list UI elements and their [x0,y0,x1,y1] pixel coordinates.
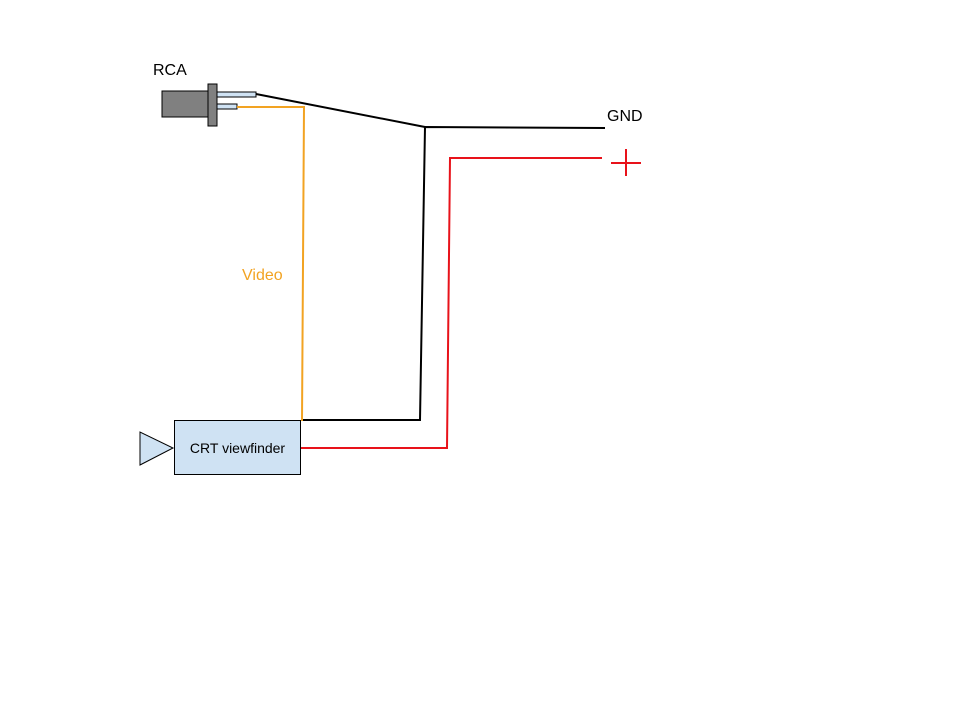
plus-icon [611,149,641,176]
crt-viewfinder-box: CRT viewfinder [174,420,301,475]
video-wire [237,106,306,422]
crt-viewfinder-label: CRT viewfinder [189,439,286,456]
rca-pin-ground [216,91,257,98]
rca-connector [161,83,257,127]
rca-flange [207,83,218,127]
rca-body [161,90,209,118]
gnd-wire-rca-branch [255,93,426,128]
gnd-wire [301,125,606,421]
video-label: Video [242,267,283,284]
gnd-label: GND [607,108,643,125]
triangle-icon [139,431,175,466]
rca-label: RCA [153,62,187,79]
positive-wire [301,157,602,449]
rca-pin-signal [216,103,238,110]
